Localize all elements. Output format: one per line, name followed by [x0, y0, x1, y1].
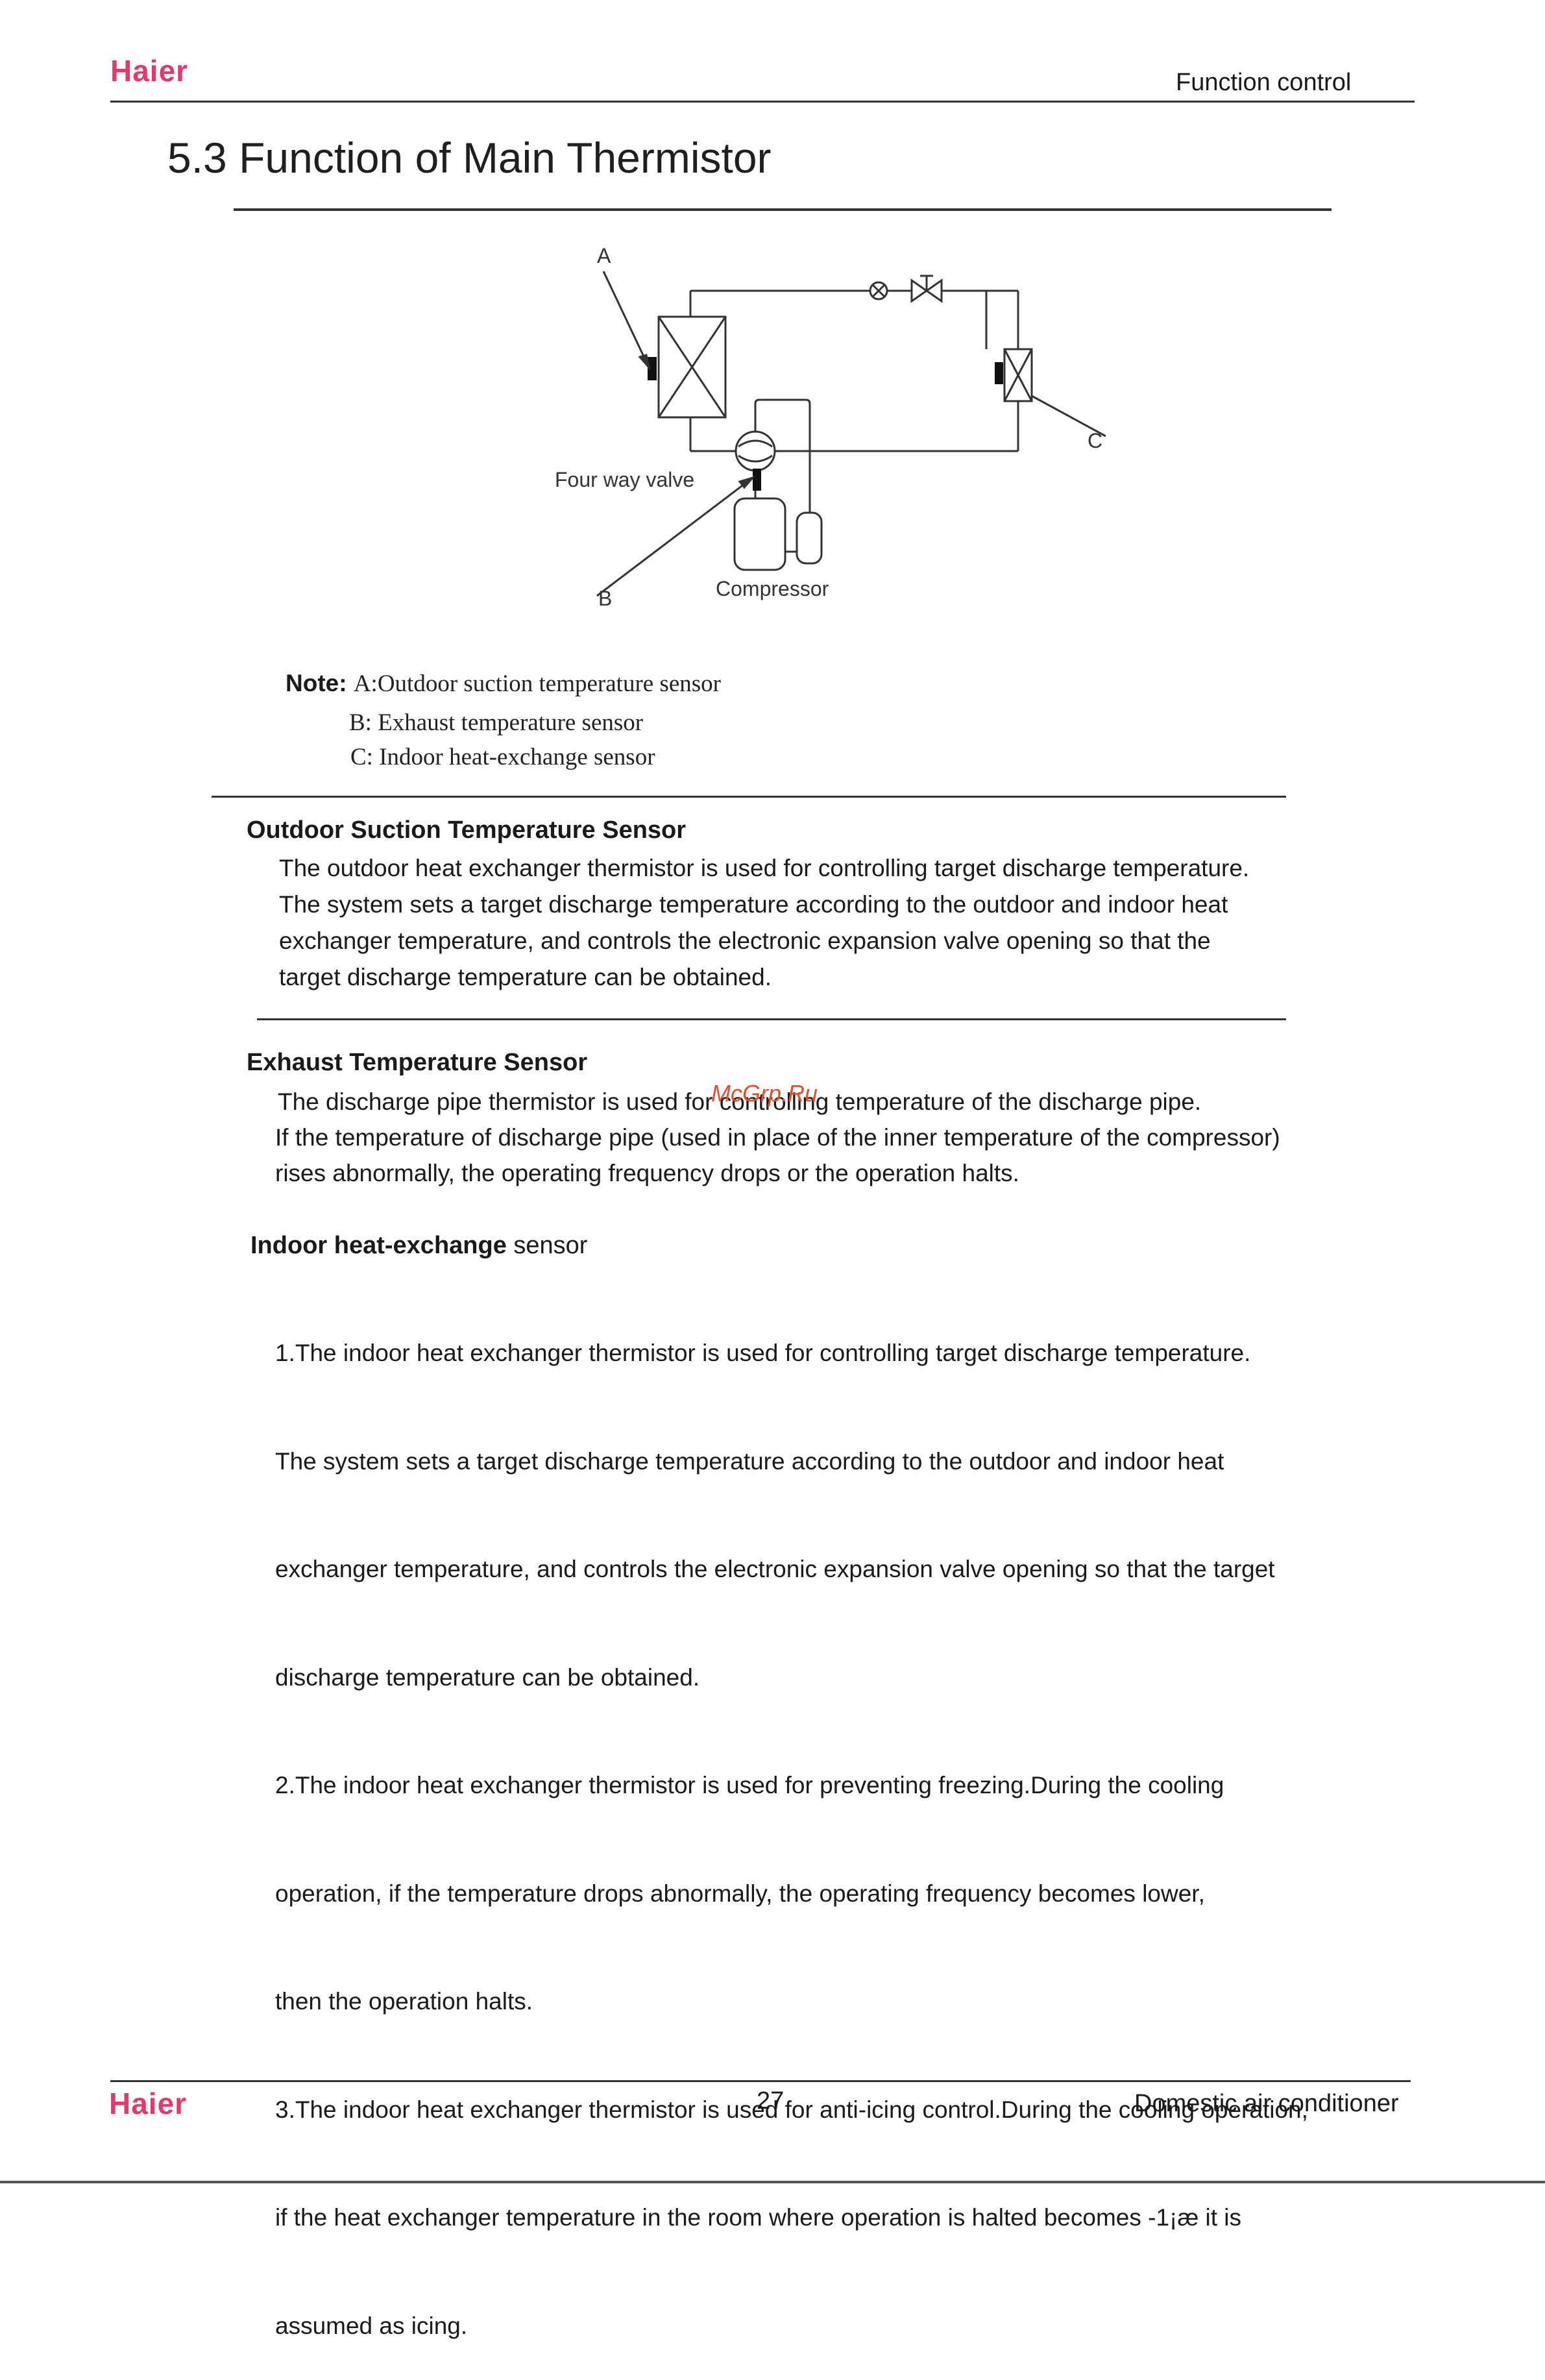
indoor-line: then the operation halts. — [275, 1988, 533, 2015]
outdoor-sensor-text: The outdoor heat exchanger thermistor is… — [279, 850, 1249, 996]
indoor-heading-rest: sensor — [506, 1232, 588, 1259]
indoor-line: assumed as icing. — [275, 2312, 468, 2339]
header-logo: Haier — [110, 54, 189, 88]
outdoor-line: The outdoor heat exchanger thermistor is… — [279, 855, 1250, 881]
outdoor-line: exchanger temperature, and controls the … — [279, 927, 1211, 954]
accumulator — [796, 511, 823, 565]
page-bottom-edge — [0, 2181, 1545, 2183]
indoor-line: 2.The indoor heat exchanger thermistor i… — [275, 1772, 1224, 1798]
note-b: B: Exhaust temperature sensor — [349, 709, 644, 736]
sensor-c-marker — [995, 362, 1003, 384]
indoor-line: discharge temperature can be obtained. — [275, 1663, 700, 1691]
header-divider — [110, 101, 1415, 103]
indoor-sensor-text: 1.The indoor heat exchanger thermistor i… — [275, 1263, 1308, 2380]
outdoor-heat-exchanger — [657, 315, 727, 419]
outdoor-sensor-heading: Outdoor Suction Temperature Sensor — [247, 816, 687, 844]
exhaust-sensor-text: The discharge pipe thermistor is used fo… — [275, 1084, 1280, 1191]
outdoor-line: target discharge temperature can be obta… — [279, 964, 772, 990]
refrigerant-cycle-diagram: A B C Four way valve Compressor — [555, 244, 1106, 610]
note-line-a: Note: A:Outdoor suction temperature sens… — [286, 670, 721, 698]
label-b: B — [598, 587, 612, 610]
note-c: C: Indoor heat-exchange sensor — [350, 744, 655, 770]
indoor-line: exchanger temperature, and controls the … — [275, 1556, 1275, 1582]
footer-doc-name: Domestic air conditioner — [1134, 2090, 1399, 2117]
title-underline — [234, 208, 1332, 211]
indoor-line: 3.The indoor heat exchanger thermistor i… — [275, 2096, 1308, 2123]
label-c: C — [1088, 429, 1102, 452]
compressor-label: Compressor — [716, 577, 829, 600]
sensor-b-marker — [753, 469, 761, 491]
outdoor-line: The system sets a target discharge tempe… — [279, 891, 1228, 918]
note-divider — [212, 796, 1286, 798]
compressor-body — [733, 497, 786, 571]
label-a: A — [597, 244, 611, 267]
header-section-title: Function control — [1176, 69, 1352, 96]
indoor-sensor-heading: Indoor heat-exchange sensor — [250, 1232, 587, 1260]
indoor-line: 1.The indoor heat exchanger thermistor i… — [275, 1340, 1251, 1366]
leader-a — [602, 271, 650, 368]
note-prefix: Note: — [286, 670, 347, 696]
four-way-valve — [735, 430, 776, 472]
note-a: A:Outdoor suction temperature sensor — [353, 670, 721, 697]
footer-divider — [110, 2080, 1411, 2082]
exhaust-line: The discharge pipe thermistor is used fo… — [278, 1088, 1202, 1115]
leader-b — [596, 476, 753, 597]
exhaust-line: If the temperature of discharge pipe (us… — [275, 1124, 1280, 1151]
expansion-valve-icon — [910, 278, 943, 303]
indoor-line: The system sets a target discharge tempe… — [275, 1447, 1224, 1475]
exhaust-line: rises abnormally, the operating frequenc… — [275, 1160, 1019, 1186]
page-number: 27 — [757, 2087, 785, 2115]
indoor-line: if the heat exchanger temperature in the… — [275, 2204, 1242, 2231]
outdoor-divider — [257, 1018, 1286, 1020]
four-way-valve-label: Four way valve — [555, 468, 694, 491]
leader-c — [1031, 395, 1106, 437]
sensor-a-marker — [648, 357, 657, 380]
page-title: 5.3 Function of Main Thermistor — [167, 134, 772, 182]
indoor-line: operation, if the temperature drops abno… — [275, 1880, 1205, 1907]
exhaust-sensor-heading: Exhaust Temperature Sensor — [247, 1049, 588, 1076]
watermark: McGrp.Ru — [711, 1080, 818, 1107]
footer-logo: Haier — [109, 2087, 188, 2120]
indoor-heading-bold: Indoor heat-exchange — [250, 1232, 507, 1259]
